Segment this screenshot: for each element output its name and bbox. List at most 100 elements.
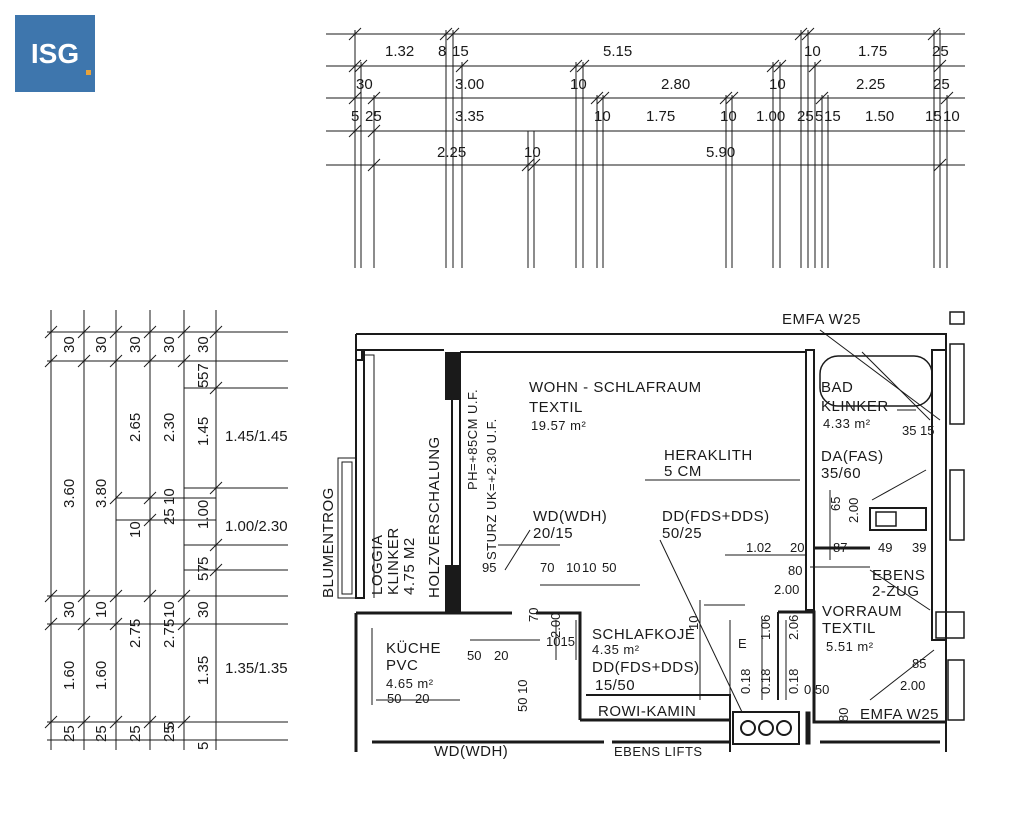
dim-text: 0.18 <box>758 669 773 694</box>
room-area-schlafkoje: 4.35 m² <box>592 642 640 657</box>
emfa-top-label: EMFA W25 <box>782 311 861 328</box>
dim-text: 25 <box>797 108 814 125</box>
dim-text: 3.35 <box>455 108 484 125</box>
dim-text: 50 10 <box>515 679 530 712</box>
emfa-bottom-label: EMFA W25 <box>860 706 939 723</box>
dim-text: 1.50 <box>865 108 894 125</box>
top-dimension-lines <box>326 27 965 268</box>
dim-text: 10 <box>594 108 611 125</box>
dim-text: 57 <box>195 363 212 380</box>
dim-text: 5 <box>161 722 178 730</box>
dim-text: 10 <box>582 560 596 575</box>
dim-text: 10 <box>93 601 110 618</box>
dim-text: 1.00/2.30 <box>225 518 288 535</box>
room-floor-vorraum: TEXTIL <box>822 620 876 637</box>
dim-text: 50 <box>467 648 481 663</box>
dim-text: 2.80 <box>661 76 690 93</box>
dim-text: 3.60 <box>61 479 78 508</box>
dim-text: 15 <box>920 423 934 438</box>
room-name-wohn: WOHN - SCHLAFRAUM <box>529 379 702 396</box>
dim-text: 30 <box>61 601 78 618</box>
dim-text: 3.80 <box>93 479 110 508</box>
ebens-type: 2-ZUG <box>872 583 920 600</box>
dim-text: 0.50 <box>804 682 829 697</box>
room-area-bad: 4.33 m² <box>823 416 871 431</box>
wd-size: 20/15 <box>533 525 573 542</box>
isg-logo: ISG <box>15 15 95 92</box>
dim-text: 2.75 <box>161 619 178 648</box>
dim-text: 2.75 <box>127 619 144 648</box>
dim-text: 1.60 <box>61 661 78 690</box>
blumentrog-label: BLUMENTROG <box>320 487 337 598</box>
dim-text: 65 <box>828 497 843 511</box>
ph-height-note: PH=+85CM U.F. <box>465 389 480 490</box>
dim-text: 2.30 <box>161 413 178 442</box>
dim-text: 1.45 <box>195 417 212 446</box>
room-area-kueche: 4.65 m² <box>386 676 434 691</box>
loggia-label: LOGGIA <box>369 534 386 595</box>
dd-label: DD(FDS+DDS) <box>662 508 770 525</box>
dim-text: 57 <box>195 564 212 581</box>
dim-text: 80 <box>836 708 851 722</box>
dim-text: 10 <box>524 144 541 161</box>
dim-text: 1.00 <box>195 500 212 529</box>
dim-text: 2.25 <box>856 76 885 93</box>
dim-text: 20 <box>415 691 429 706</box>
dim-text: 0.18 <box>786 669 801 694</box>
dim-text: 25 <box>127 725 144 742</box>
dim-text: 30 <box>161 336 178 353</box>
dim-text: 3.00 <box>455 76 484 93</box>
dim-text: 1.60 <box>93 661 110 690</box>
dim-text: 87 <box>833 540 847 555</box>
dim-text: 2.25 <box>437 144 466 161</box>
room-floor-wohn: TEXTIL <box>529 399 583 416</box>
dim-text: 5 <box>815 108 823 125</box>
dim-text: 25 <box>933 76 950 93</box>
room-name-schlafkoje: SCHLAFKOJE <box>592 626 695 643</box>
dim-text: 25 <box>932 43 949 60</box>
dim-text: 10 <box>769 76 786 93</box>
dim-text: 2.00 <box>846 498 861 523</box>
dim-text: 30 <box>356 76 373 93</box>
dim-text: 10 <box>570 76 587 93</box>
room-name-vorraum: VORRAUM <box>822 603 902 620</box>
dim-text: 8 <box>438 43 446 60</box>
dim-text: 1.35/1.35 <box>225 660 288 677</box>
room-name-kueche: KÜCHE <box>386 639 441 657</box>
dim-text: 10 <box>127 521 144 538</box>
dim-text: 15 <box>925 108 942 125</box>
room-floor-bad: KLINKER <box>821 398 889 415</box>
left-dimension-lines <box>44 310 288 750</box>
bottom-ebens-label: EBENS LIFTS <box>614 744 703 759</box>
room-area-vorraum: 5.51 m² <box>826 639 874 654</box>
dim-text: 35 <box>902 423 916 438</box>
dim-text: 5.90 <box>706 144 735 161</box>
dim-text: 15 <box>452 43 469 60</box>
dim-text: 25 <box>161 508 178 525</box>
dim-text: 70 <box>526 608 541 622</box>
dim-text: 10 <box>943 108 960 125</box>
dim-text: 85 <box>912 656 926 671</box>
dim-text: 2.00 <box>900 678 925 693</box>
dim-text: 10 <box>686 616 701 630</box>
room-name-bad: BAD <box>821 379 853 396</box>
top-dimension-texts: 1.32 8 15 5.15 10 1.75 25 30 3.00 10 2.8… <box>351 43 960 161</box>
dim-text: 2.00 <box>548 613 563 638</box>
dim-text: 30 <box>93 336 110 353</box>
sturz-height-note: STURZ UK=+2.30 U.F. <box>484 418 499 560</box>
dim-text: 30 <box>127 336 144 353</box>
dim-text: 2.06 <box>786 615 801 640</box>
plan-dimension-texts: 95 70 10 10 50 1.02 20 80 2.00 87 49 39 … <box>387 423 934 722</box>
dim-text: 80 <box>788 563 802 578</box>
wd-label: WD(WDH) <box>533 508 607 525</box>
logo-text: ISG <box>30 37 80 69</box>
dim-text: 15 <box>824 108 841 125</box>
dim-text: 25 <box>93 725 110 742</box>
dim-text: 25 <box>365 108 382 125</box>
logo-accent-dot <box>86 70 91 75</box>
dim-text: 20 <box>494 648 508 663</box>
dim-text: 5.15 <box>603 43 632 60</box>
schlafkoje-dd-label: DD(FDS+DDS) <box>592 659 700 676</box>
dim-text: 30 <box>195 336 212 353</box>
